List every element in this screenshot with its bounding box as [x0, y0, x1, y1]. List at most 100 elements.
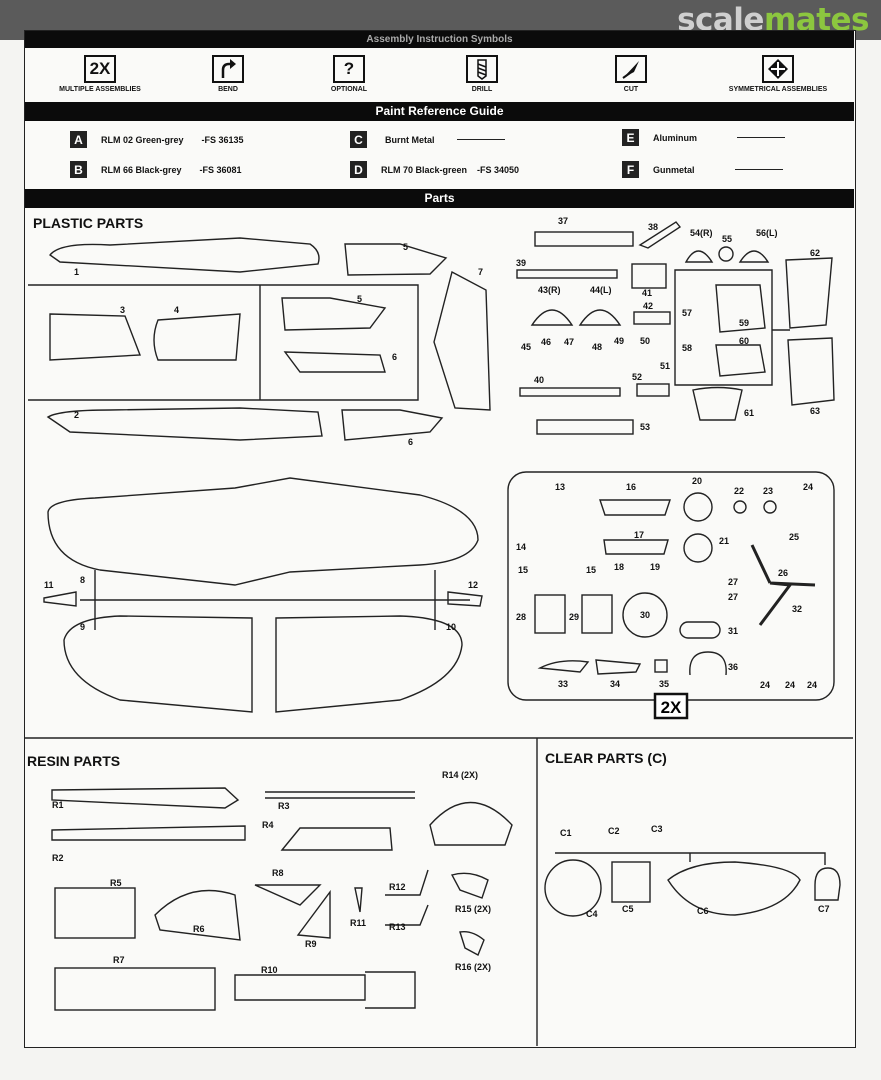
clear-part-label: C5	[622, 904, 634, 914]
plastic-part-label: 21	[719, 536, 730, 546]
plastic-part-label: 58	[682, 343, 693, 353]
plastic-part-label: 45	[521, 342, 532, 352]
resin-r7	[54, 967, 216, 1011]
part-62	[785, 257, 833, 329]
plastic-part-label: 42	[643, 301, 654, 311]
plastic-part-label: 16	[626, 482, 637, 492]
part-26	[750, 544, 816, 626]
plastic-part-label: 24	[807, 680, 818, 690]
resin-r10	[234, 971, 416, 1009]
part-36	[689, 651, 727, 676]
plastic-part-label: 52	[632, 372, 643, 382]
symbol-bend: BEND	[195, 55, 261, 93]
plastic-parts-title: PLASTIC PARTS	[33, 215, 144, 231]
clear-part-label: C1	[560, 828, 572, 838]
resin-r1	[51, 787, 240, 809]
fuselage-half-2	[46, 407, 323, 441]
plastic-part-label: 8	[80, 575, 86, 585]
clear-c6	[667, 861, 801, 916]
wing-upper	[47, 477, 479, 586]
plastic-part-label: 24	[760, 680, 771, 690]
symmetry-icon	[762, 55, 794, 83]
plastic-part-label: 17	[634, 530, 645, 540]
part-38	[638, 221, 682, 249]
part-23	[763, 500, 777, 514]
plastic-part-label: 25	[789, 532, 800, 542]
resin-part-label: R8	[272, 868, 284, 878]
clear-sprue	[555, 852, 826, 865]
plastic-part-label: 1	[74, 267, 80, 277]
plastic-part-label: 28	[516, 612, 527, 622]
part-55	[718, 246, 734, 262]
clear-parts-title: CLEAR PARTS (C)	[545, 750, 667, 766]
resin-part-label: R11	[350, 918, 367, 928]
clear-part-label: C7	[818, 904, 830, 914]
resin-r15	[450, 872, 489, 899]
plastic-part-label: 60	[739, 336, 750, 346]
sprue-frame	[80, 570, 470, 630]
resin-r11	[354, 887, 363, 913]
drill-icon	[466, 55, 498, 83]
paint-header: Paint Reference Guide	[25, 102, 854, 121]
resin-part-label: R10	[261, 965, 278, 975]
sprue-frame	[28, 284, 419, 401]
multiple-assemblies-icon: 2X	[84, 55, 116, 83]
part-41	[631, 263, 667, 289]
plastic-part-label: 33	[558, 679, 569, 689]
resin-part-label: R15 (2X)	[455, 904, 492, 914]
part-20	[683, 492, 713, 522]
plastic-part-label: 15	[518, 565, 529, 575]
clear-part-label: C4	[586, 909, 598, 919]
resin-part-label: R5	[110, 878, 122, 888]
resin-parts-title: RESIN PARTS	[27, 753, 121, 769]
plastic-part-label: 38	[648, 222, 659, 232]
resin-r16	[459, 930, 485, 956]
plastic-part-label: 18	[614, 562, 625, 572]
symbol-optional: ?OPTIONAL	[316, 55, 382, 93]
plastic-part-label: 63	[810, 406, 821, 416]
plastic-part-label: 5	[403, 242, 409, 252]
plastic-part-label: 43(R)	[538, 285, 561, 295]
plastic-part-label: 44(L)	[590, 285, 612, 295]
plastic-part-label: 7	[478, 267, 484, 277]
plastic-part-label: 59	[739, 318, 750, 328]
plastic-part-label: 40	[534, 375, 545, 385]
plastic-part-label: 53	[640, 422, 651, 432]
plastic-part-label: 61	[744, 408, 755, 418]
parts-54-56	[684, 250, 770, 263]
symbol-symmetrical: SYMMETRICAL ASSEMBLIES	[718, 55, 838, 93]
part-33	[537, 660, 590, 673]
part-35	[654, 659, 668, 673]
clear-part-label: C3	[651, 824, 663, 834]
resin-part-label: R16 (2X)	[455, 962, 492, 972]
plastic-part-label: 49	[614, 336, 625, 346]
part-16	[599, 499, 671, 516]
part-39	[516, 269, 618, 279]
plastic-part-label: 24	[785, 680, 796, 690]
optional-icon: ?	[333, 55, 365, 83]
resin-r4	[280, 827, 393, 851]
part-6a	[283, 351, 386, 373]
part-21	[683, 533, 713, 563]
plastic-part-label: 31	[728, 626, 739, 636]
plastic-part-label: 12	[468, 580, 479, 590]
plastic-part-label: 36	[728, 662, 739, 672]
plastic-part-label: 11	[44, 580, 54, 590]
plastic-part-label: 55	[722, 234, 733, 244]
plastic-part-label: 2	[74, 410, 80, 420]
part-30	[622, 592, 668, 638]
wing-lower-left	[63, 615, 253, 713]
plastic-part-label: 39	[516, 258, 527, 268]
part-3	[49, 313, 141, 361]
plastic-part-label: 41	[642, 288, 653, 298]
resin-part-label: R14 (2X)	[442, 770, 479, 780]
part-61	[692, 386, 743, 421]
plastic-part-label: 62	[810, 248, 821, 258]
sprue-frame	[674, 269, 790, 386]
clear-part-label: C6	[697, 906, 709, 916]
sprue-2x-badge	[653, 692, 689, 720]
